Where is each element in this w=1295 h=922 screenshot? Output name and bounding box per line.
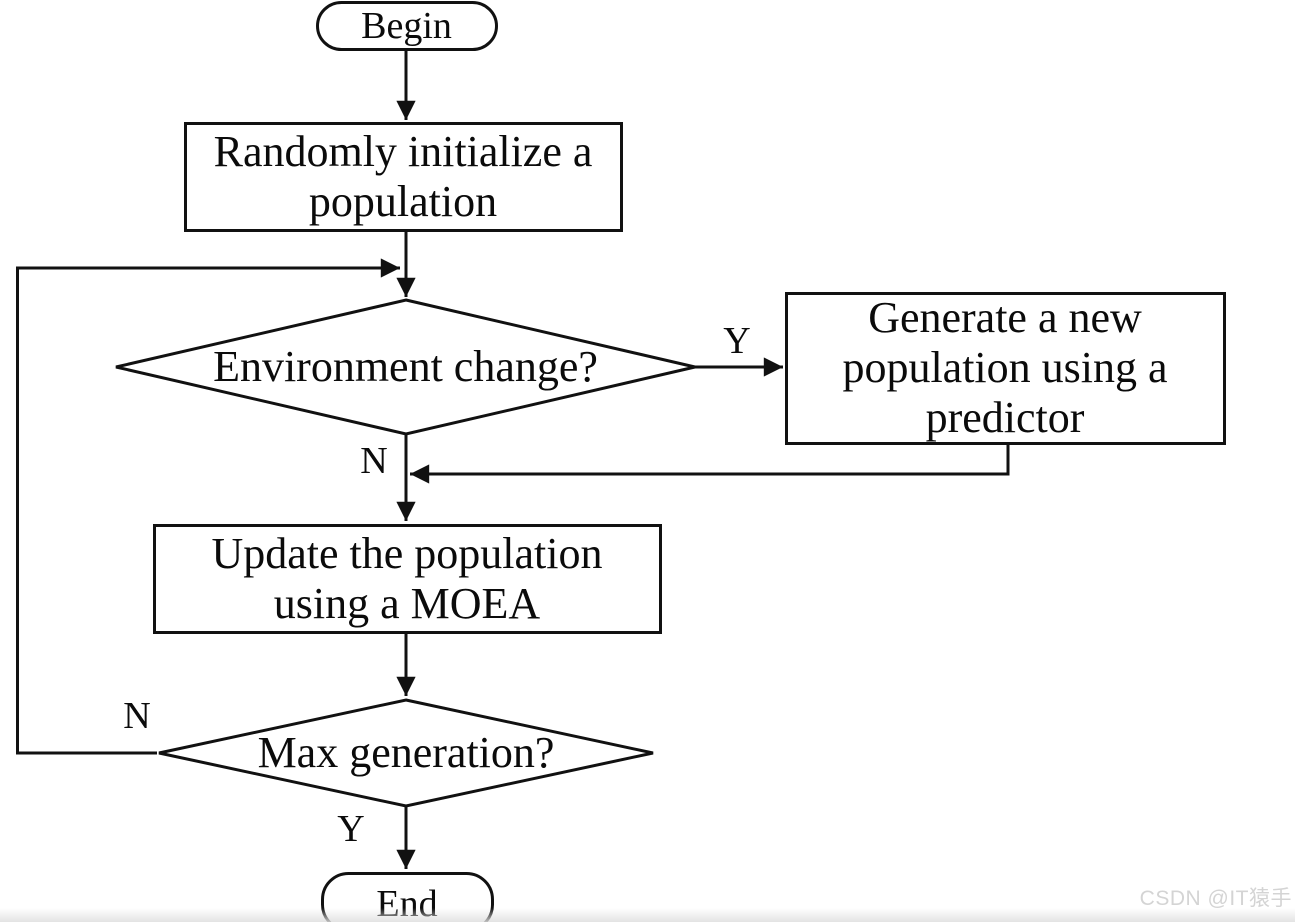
bottom-fade-strip: [0, 908, 1295, 922]
env-change-decision-shape: [115, 298, 696, 436]
watermark: CSDN @IT猿手: [1139, 887, 1292, 910]
edge-predictor-to-update-junction: [410, 444, 1010, 484]
update-process-shape: [153, 524, 662, 634]
begin-terminator-shape: [316, 1, 498, 51]
max-gen-decision-shape: [158, 698, 654, 808]
predictor-process-shape: [785, 292, 1226, 445]
init-process-shape: [184, 122, 623, 232]
edge-max-gen-no-loopback: [16, 258, 400, 755]
